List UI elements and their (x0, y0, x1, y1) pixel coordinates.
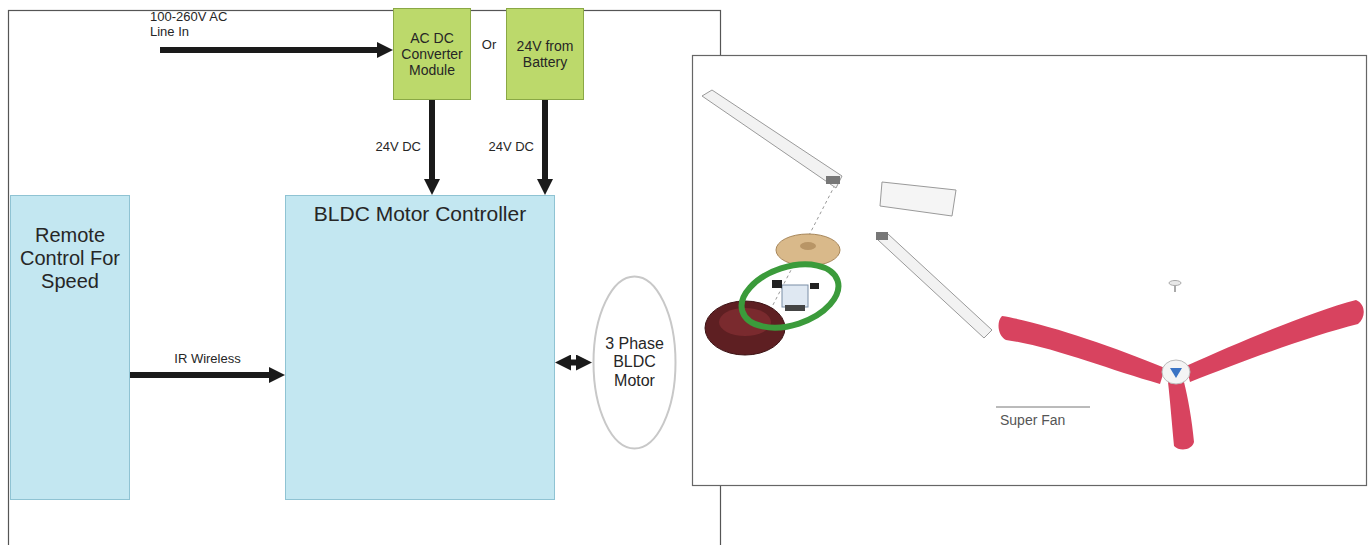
red-blade (1186, 300, 1364, 382)
red-blade (1168, 382, 1194, 449)
fan-blade (880, 182, 956, 216)
controller-board (810, 283, 819, 289)
motor-base (785, 305, 805, 311)
exploded-fan (702, 90, 992, 355)
power-arrow (130, 372, 276, 378)
fan-blade (878, 234, 992, 338)
node-text: BLDC Motor Controller (314, 202, 526, 226)
node-text: 3 Phase BLDC Motor (598, 335, 671, 390)
controller-board (772, 280, 782, 288)
assembled-fan (999, 280, 1364, 449)
node-text: 24V from Battery (513, 38, 577, 70)
power-arrow (429, 100, 435, 186)
edge-label: 24V DC (485, 140, 537, 155)
battery-box: 24V from Battery (506, 8, 584, 100)
blade-clamp (876, 232, 888, 240)
fan-blade (702, 90, 842, 188)
converter-box: AC DC Converter Module (393, 8, 471, 100)
caption-label: Super Fan (1000, 412, 1110, 428)
or-label: Or (476, 38, 502, 53)
power-arrow (564, 360, 583, 366)
blade-clamp (826, 176, 840, 184)
motor-ellipse: 3 Phase BLDC Motor (592, 275, 677, 450)
photo-frame (693, 56, 1367, 486)
highlight-ring (733, 253, 846, 339)
fan-hub (1162, 360, 1190, 384)
edge-label: IR Wireless (171, 352, 243, 367)
node-text: Remote Control For Speed (17, 224, 123, 293)
canopy (1169, 281, 1181, 286)
remote-box: Remote Control For Speed (10, 195, 130, 500)
input-arrow (160, 47, 384, 53)
power-arrow (542, 100, 548, 186)
hub-logo (1170, 368, 1182, 378)
panel-frame (9, 11, 721, 545)
bldc-motor (782, 285, 808, 307)
controller-box: BLDC Motor Controller (285, 195, 555, 500)
caption-rule (996, 407, 1090, 408)
motor-outline (594, 277, 676, 449)
red-blade (999, 316, 1165, 384)
cover-hub (800, 242, 816, 250)
edge-label: 24V DC (372, 140, 424, 155)
input-label: 100-260V AC Line In (150, 10, 232, 40)
node-text: AC DC Converter Module (400, 30, 464, 78)
top-cover (776, 234, 840, 266)
